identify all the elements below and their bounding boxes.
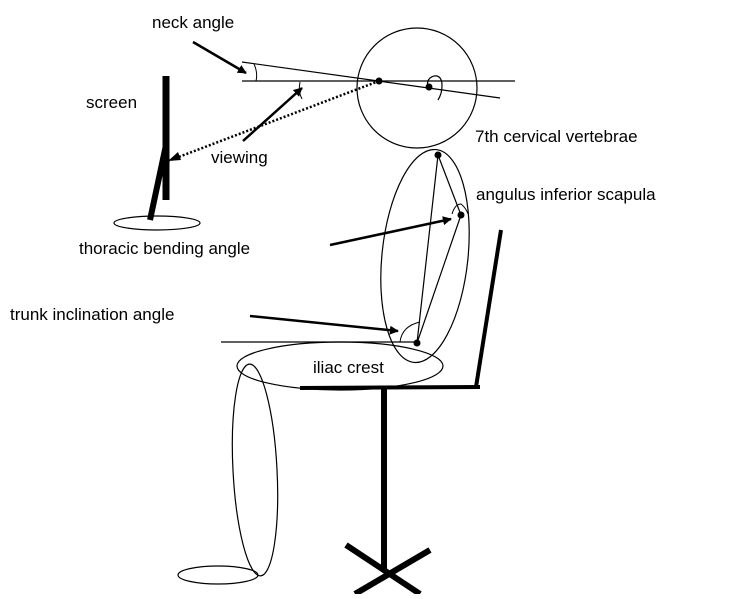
ear-point xyxy=(426,84,433,91)
neck-angle-lines xyxy=(168,62,515,161)
scapula-point xyxy=(458,212,465,219)
label-screen: screen xyxy=(86,93,137,112)
label-thoracic: thoracic bending angle xyxy=(79,239,250,258)
label-iliac: iliac crest xyxy=(313,358,384,377)
trunk-arrow xyxy=(250,316,398,331)
label-cervical: 7th cervical vertebrae xyxy=(475,127,638,146)
cervical-point xyxy=(435,152,442,159)
label-viewing: viewing xyxy=(211,148,268,167)
spine-line xyxy=(417,155,438,343)
label-trunk: trunk inclination angle xyxy=(10,305,174,324)
label-scapula: angulus inferior scapula xyxy=(476,185,656,204)
chair-seat xyxy=(300,387,480,388)
viewing-line xyxy=(168,81,379,161)
neck-angle-arc xyxy=(254,64,257,81)
upper-back-line xyxy=(438,155,461,215)
lower-leg xyxy=(227,363,282,577)
head xyxy=(357,28,477,148)
head-circle xyxy=(357,28,477,148)
iliac-point xyxy=(414,340,421,347)
monitor-base xyxy=(114,216,200,230)
chair-backrest xyxy=(476,230,501,387)
labels: neck angle screen viewing 7th cervical v… xyxy=(10,13,656,377)
label-neck-angle: neck angle xyxy=(152,13,234,32)
foot xyxy=(178,566,258,584)
chair xyxy=(300,230,501,594)
ear-eye-line xyxy=(242,62,500,98)
neck-angle-arrow xyxy=(193,42,246,73)
thoracic-arrow xyxy=(330,219,451,245)
torso xyxy=(221,145,479,367)
viewing-arrowhead xyxy=(168,152,181,161)
torso-outline xyxy=(371,145,479,367)
lower-body xyxy=(178,342,443,584)
